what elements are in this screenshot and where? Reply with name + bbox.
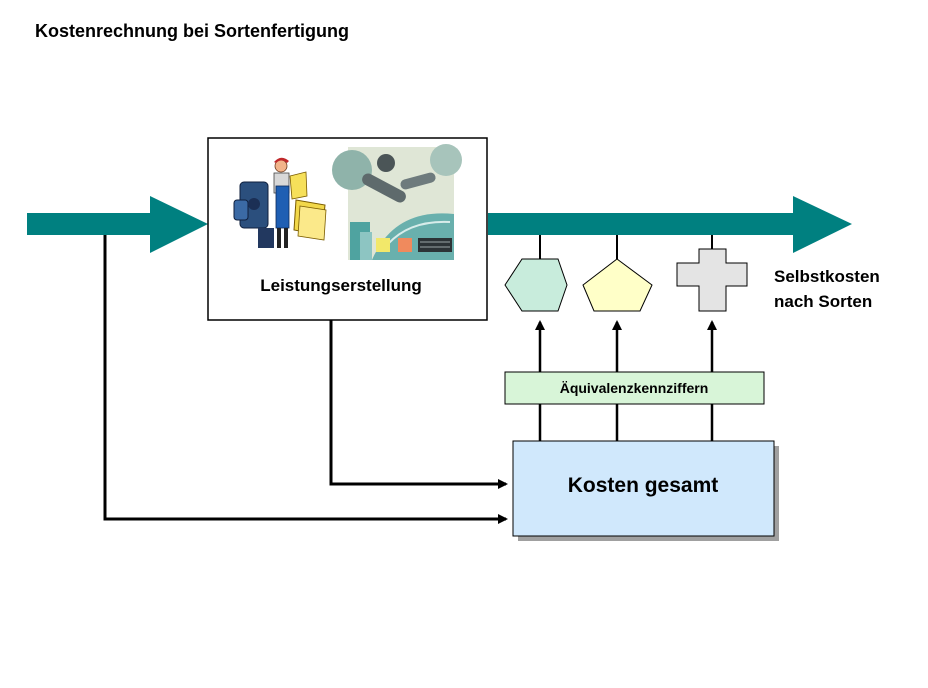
- total-costs-box: Kosten gesamt: [512, 440, 779, 541]
- worker-machine-icon: [233, 157, 327, 248]
- equivalence-label: Äquivalenzkennziffern: [560, 380, 709, 396]
- product-cross-icon: [676, 248, 748, 312]
- output-label-line2: nach Sorten: [774, 292, 872, 311]
- symbol-stems: [539, 235, 713, 259]
- cost-flow-lines: [103, 235, 508, 524]
- process-label: Leistungserstellung: [260, 276, 422, 295]
- input-flow-arrow: [27, 196, 208, 253]
- process-box: Leistungserstellung: [207, 137, 488, 321]
- product-hexagon-icon: [504, 258, 568, 312]
- total-costs-label: Kosten gesamt: [568, 474, 719, 497]
- equivalence-box: Äquivalenzkennziffern: [504, 371, 765, 405]
- product-pentagon-icon: [582, 258, 653, 312]
- robot-production-icon: [332, 144, 462, 260]
- output-label-line1: Selbstkosten: [774, 267, 880, 286]
- page-title: Kostenrechnung bei Sortenfertigung: [35, 21, 350, 41]
- output-flow-arrow: [488, 196, 852, 253]
